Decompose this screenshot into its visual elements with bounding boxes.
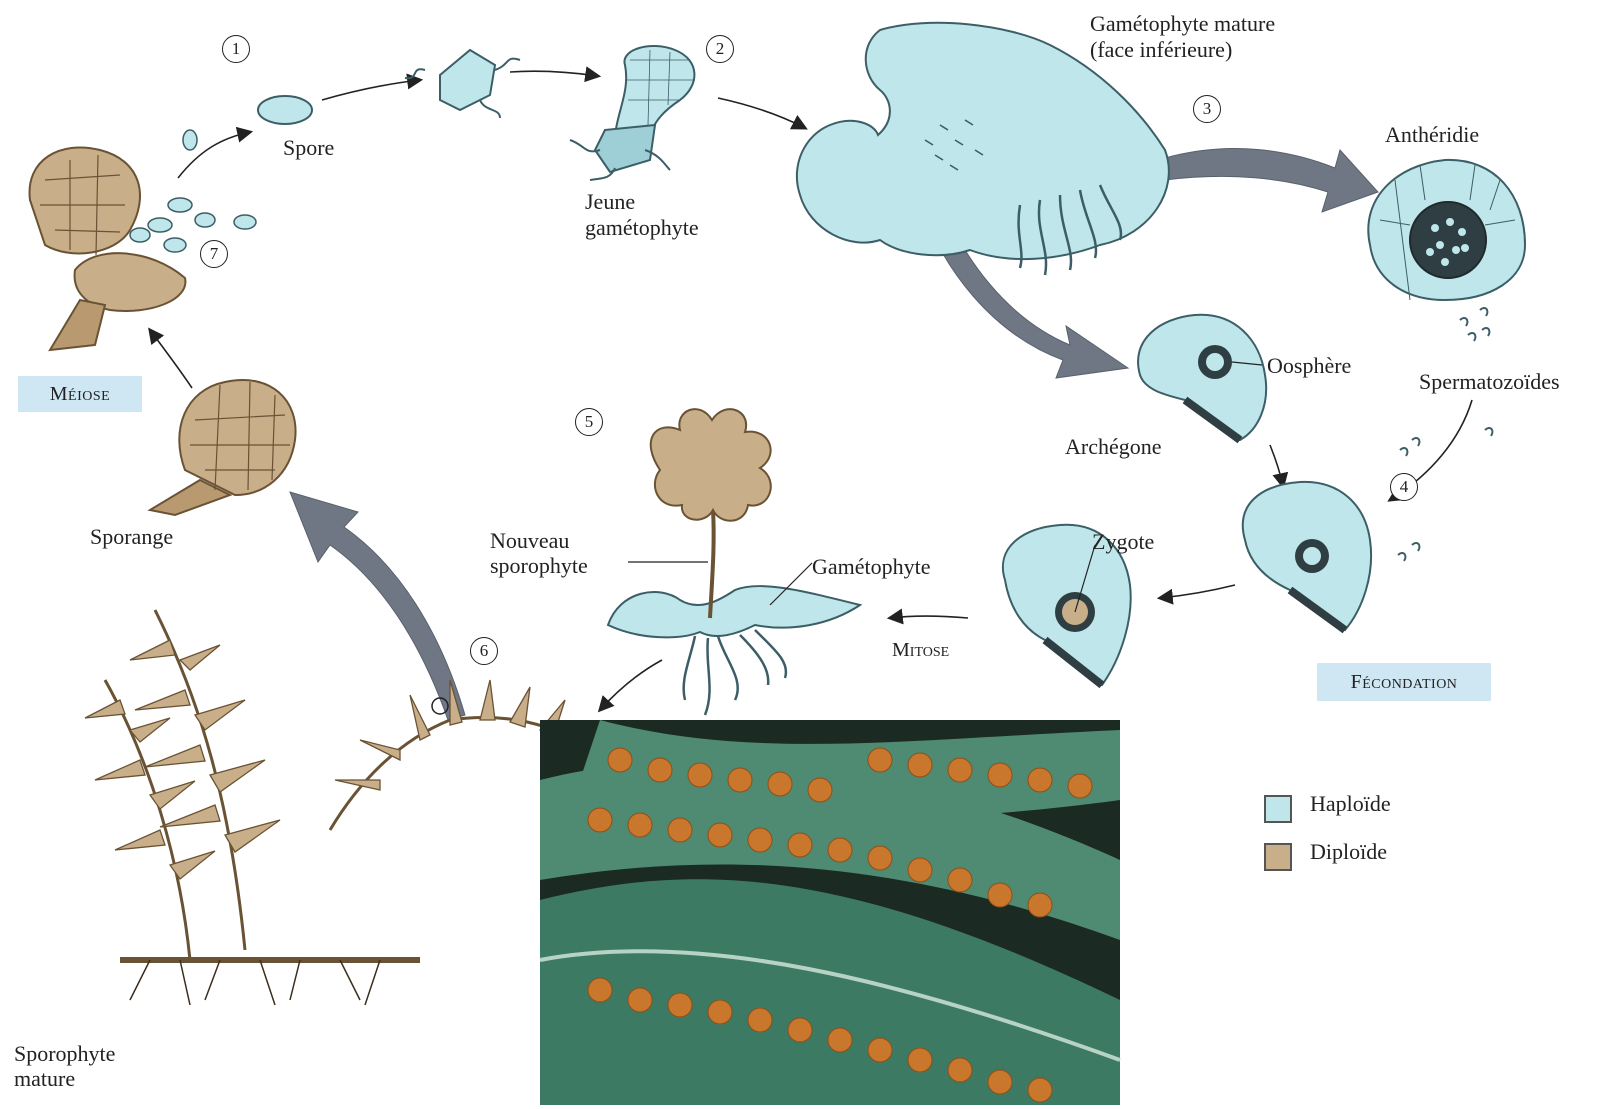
step-7-marker: 7 xyxy=(200,240,228,268)
legend-label-diploid: Diploïde xyxy=(1310,839,1387,865)
label-gametophyte-mature-1: Gamétophyte mature xyxy=(1090,10,1275,37)
process-box-meiose: Méiose xyxy=(18,376,142,412)
label-gametophyte: Gamétophyte xyxy=(812,553,931,580)
antheridium-illustration xyxy=(1368,160,1525,300)
label-sporophyte-mature-2: mature xyxy=(14,1065,75,1092)
label-zygote: Zygote xyxy=(1092,528,1154,555)
label-nouveau-sporophyte-2: sporophyte xyxy=(490,552,588,579)
young-gametophyte-illustration xyxy=(570,46,695,180)
opened-sporangium-illustration xyxy=(30,147,186,350)
arrow-zygote-to-gametophyte xyxy=(890,616,968,618)
label-archegone: Archégone xyxy=(1065,433,1162,460)
big-arrow-to-antheridie xyxy=(1165,149,1378,212)
spore-illustration xyxy=(258,96,312,124)
spermatozoids xyxy=(1398,308,1492,561)
label-oosphere: Oosphère xyxy=(1267,352,1351,379)
big-arrow-to-sporange xyxy=(290,492,465,720)
arrow-gametophyte-to-sporophyte xyxy=(600,660,662,710)
arrow-fecondation-to-zygote xyxy=(1160,585,1235,598)
step-6-marker: 6 xyxy=(470,637,498,665)
label-mitose: Mitose xyxy=(892,637,949,664)
arrow-archegone-to-fecondation xyxy=(1270,445,1283,486)
process-box-fecondation: Fécondation xyxy=(1317,663,1491,701)
label-spore: Spore xyxy=(283,134,334,161)
arrow-spore-to-germination xyxy=(322,80,420,100)
step-4-marker: 4 xyxy=(1390,473,1418,501)
germinating-spore-illustration xyxy=(405,50,520,118)
step-3-marker: 3 xyxy=(1193,95,1221,123)
label-spermatozoides: Spermatozoïdes xyxy=(1419,368,1560,395)
label-gametophyte-mature-2: (face inférieure) xyxy=(1090,36,1232,63)
arrow-jeune-to-mature xyxy=(718,98,805,128)
label-nouveau-sporophyte-1: Nouveau xyxy=(490,527,569,554)
label-jeune-gametophyte-2: gamétophyte xyxy=(585,214,699,241)
label-antheridie: Anthéridie xyxy=(1385,121,1479,148)
step-5-marker: 5 xyxy=(575,408,603,436)
fern-sori-photo xyxy=(540,720,1120,1105)
legend-swatch-haploid xyxy=(1264,795,1292,823)
label-sporophyte-mature-1: Sporophyte xyxy=(14,1040,115,1067)
archegonium-illustration xyxy=(1138,315,1266,440)
released-spores xyxy=(130,130,256,252)
label-sporange: Sporange xyxy=(90,523,173,550)
legend-swatch-diploid xyxy=(1264,843,1292,871)
fertilization-archegonium-illustration xyxy=(1243,482,1371,630)
step-2-marker: 2 xyxy=(706,35,734,63)
label-jeune-gametophyte-1: Jeune xyxy=(585,188,635,215)
arrow-sporange-to-sporangium xyxy=(150,330,192,388)
step-1-marker: 1 xyxy=(222,35,250,63)
sporangium-illustration xyxy=(150,380,296,515)
legend-label-haploid: Haploïde xyxy=(1310,791,1391,817)
arrow-germination-to-jeune xyxy=(510,71,598,76)
